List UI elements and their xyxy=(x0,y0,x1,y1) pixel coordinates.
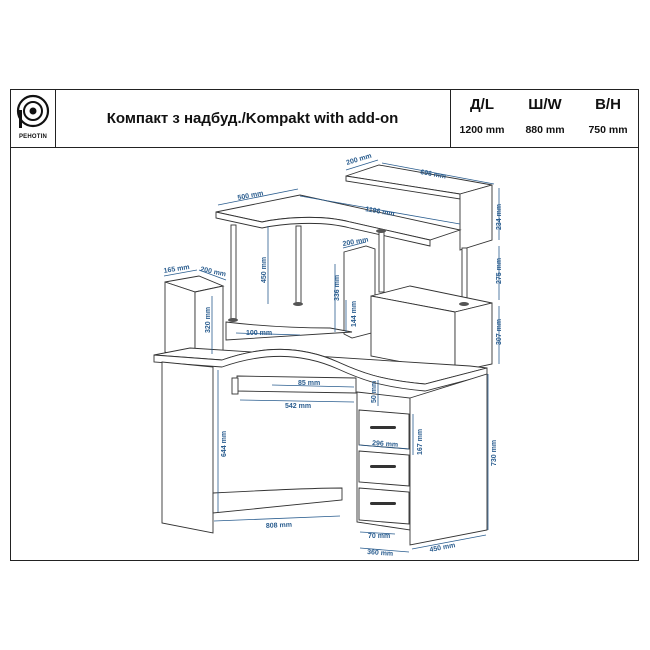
dim-superstructure-depth: 500 mm xyxy=(237,190,264,202)
brand-logo: PEHOTIN xyxy=(11,90,56,147)
dim-left-cabinet-depth-a: 165 mm xyxy=(163,264,190,275)
dim-mid-gap-height: 275 mm xyxy=(496,258,503,284)
pedestal-side xyxy=(409,373,488,546)
post-caps xyxy=(228,229,469,322)
dim-post-height: 450 mm xyxy=(261,257,268,283)
base-shelf xyxy=(225,321,353,341)
title-block: PEHOTIN Компакт з надбуд./Kompakt with a… xyxy=(11,90,638,148)
dim-desk-height: 730 mm xyxy=(491,440,498,466)
dim-drawer-width: 296 mm xyxy=(372,440,399,449)
brand-name: PEHOTIN xyxy=(18,134,48,140)
right-post xyxy=(378,231,385,293)
center-riser xyxy=(343,245,376,339)
drawer-middle xyxy=(358,450,410,487)
far-post xyxy=(461,247,468,305)
post-cap-icon xyxy=(293,302,303,306)
dim-pedestal-width: 360 mm xyxy=(367,549,394,558)
drawer-bottom xyxy=(358,487,410,525)
right-cabinet-side xyxy=(454,302,493,373)
left-post xyxy=(230,224,237,321)
dim-top-shelf-width: 696 mm xyxy=(420,169,447,180)
dim-center-post-height: 336 mm xyxy=(334,275,341,301)
desk-outline xyxy=(153,164,493,546)
dim-top-shelf-height: 234 mm xyxy=(496,204,503,230)
dim-drawer-height: 167 mm xyxy=(417,429,424,455)
product-title: Компакт з надбуд./Kompakt with add-on xyxy=(106,110,399,127)
spec-length-label: Д/L xyxy=(469,96,495,113)
center-post xyxy=(295,225,302,305)
handle-icon xyxy=(370,465,396,468)
dimension-lines xyxy=(163,159,500,553)
dim-right-cabinet-height: 307 mm xyxy=(496,319,503,345)
dimension-labels: 200 mm 696 mm 234 mm 500 mm 1196 mm 450 … xyxy=(163,153,503,558)
keyboard-rail xyxy=(231,377,239,395)
dim-leg-space-width: 808 mm xyxy=(266,522,292,530)
dim-keyboard-depth: 85 mm xyxy=(298,380,320,387)
keyboard-tray xyxy=(236,375,357,394)
dim-pedestal-depth: 450 mm xyxy=(429,542,456,554)
dim-drawer-offset: 50 mm xyxy=(371,381,378,403)
left-side-panel xyxy=(161,361,214,534)
spec-length-value: 1200 mm xyxy=(459,124,505,136)
post-cap-icon xyxy=(376,229,386,233)
post-cap-icon xyxy=(228,318,238,322)
bottom-shelf xyxy=(212,487,343,514)
handle-icon xyxy=(370,426,396,429)
brand-logo-icon xyxy=(16,94,50,128)
dim-small-shelf-depth: 200 mm xyxy=(342,237,369,248)
dim-base-gap: 100 mm xyxy=(246,330,272,337)
drawing-sheet: PEHOTIN Компакт з надбуд./Kompakt with a… xyxy=(10,89,639,561)
dim-left-cabinet-height: 320 mm xyxy=(205,307,212,333)
drawer-handles xyxy=(370,426,396,505)
dim-plinth: 70 mm xyxy=(368,533,390,540)
dim-leg-space-height: 644 mm xyxy=(221,431,228,457)
overall-dimensions: Д/L 1200 mm Ш/W 880 mm В/Н 750 mm xyxy=(450,90,639,147)
dim-top-shelf-depth: 200 mm xyxy=(346,153,373,167)
dim-left-cabinet-depth-b: 200 mm xyxy=(200,266,227,278)
post-cap-icon xyxy=(459,302,469,306)
dim-keyboard-width: 542 mm xyxy=(285,403,311,410)
superstructure-edge xyxy=(215,211,431,247)
spec-height-value: 750 mm xyxy=(588,124,628,136)
spec-width-label: Ш/W xyxy=(528,96,562,113)
spec-height-label: В/Н xyxy=(595,96,621,113)
top-shelf-side xyxy=(459,184,493,251)
handle-icon xyxy=(370,502,396,505)
spec-width-value: 880 mm xyxy=(525,124,565,136)
dim-riser-height: 144 mm xyxy=(351,301,358,327)
